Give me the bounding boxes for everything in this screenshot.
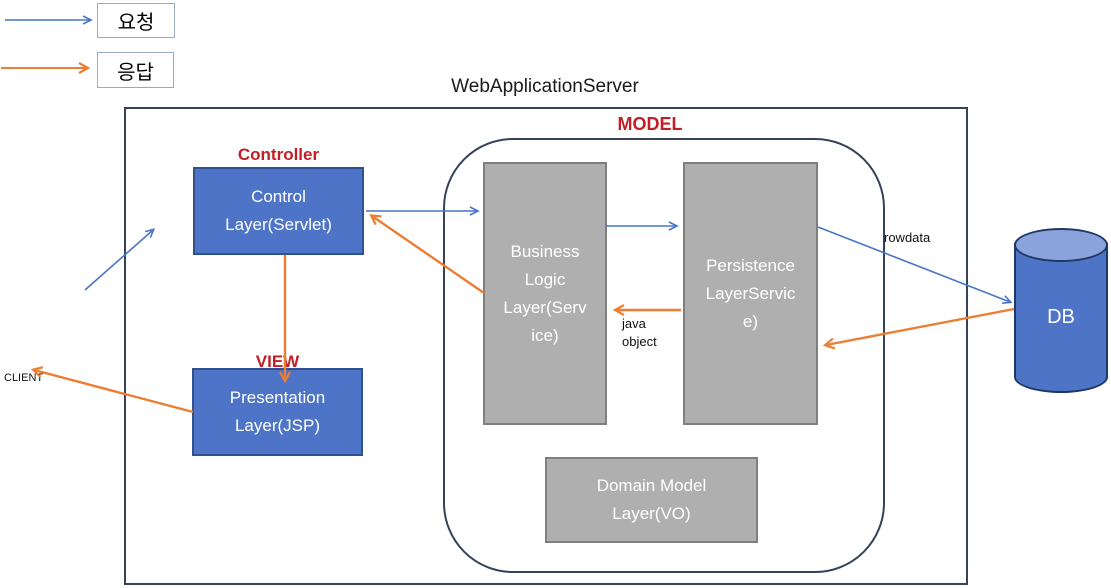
view-label: VIEW	[255, 352, 300, 371]
control-layer-box: Control Layer(Servlet)	[193, 167, 364, 255]
database-cylinder: DB	[1014, 228, 1108, 395]
legend-request-label: 요청	[117, 12, 155, 34]
controller-label: Controller	[237, 145, 320, 164]
legend-request-box: 요청	[97, 3, 175, 38]
model-container	[443, 138, 885, 573]
client-label: CLIENT	[4, 372, 44, 384]
java-object-label: java object	[622, 316, 657, 349]
persistence-layer-box: Persistence LayerServic e)	[683, 162, 818, 425]
business-logic-layer-box: Business Logic Layer(Serv ice)	[483, 162, 607, 425]
diagram-title: WebApplicationServer	[451, 76, 639, 97]
model-label: MODEL	[617, 114, 683, 134]
database-label: DB	[1014, 243, 1108, 393]
database-cylinder-top	[1014, 228, 1108, 262]
rowdata-label: rowdata	[884, 230, 931, 245]
legend-response-label: 응답	[117, 61, 154, 84]
domain-model-layer-box: Domain Model Layer(VO)	[545, 457, 758, 543]
presentation-layer-box: Presentation Layer(JSP)	[192, 368, 363, 456]
legend-response-box: 응답	[97, 52, 174, 88]
